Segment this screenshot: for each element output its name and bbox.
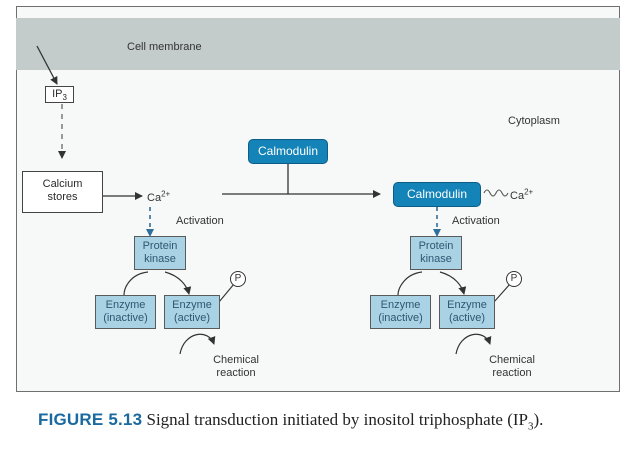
chemical-reaction-left-line1: Chemical [213,354,259,366]
enzyme-active-box-left: Enzyme (active) [164,295,220,329]
calcium-stores-line2: stores [47,191,78,203]
protein-kinase-right-line2: kinase [420,253,452,265]
phosphorylation-arc-right [397,271,423,296]
cell-membrane [16,18,620,70]
cytoplasm-label: Cytoplasm [508,115,560,127]
enzyme-active-box-right: Enzyme (active) [439,295,495,329]
figure-caption: FIGURE 5.13 Signal transduction initiate… [38,410,544,433]
calcium-stores-box: Calcium stores [22,171,103,213]
phosphate-link-right [493,283,511,303]
calcium-ion-free-symbol: Ca [147,192,162,204]
enzyme-inactive-left-line1: Enzyme [105,299,146,311]
enzyme-active-left-line2: (active) [173,312,211,324]
figure-caption-text: Signal transduction initiated by inosito… [146,410,528,429]
enzyme-inactive-right-line1: Enzyme [380,299,421,311]
protein-kinase-box-left: Protein kinase [134,236,186,270]
activation-label-right: Activation [452,215,500,227]
figure-caption-end: ). [533,410,544,429]
calmodulin-box: Calmodulin [248,139,328,164]
protein-kinase-left-line2: kinase [144,253,176,265]
enzyme-inactive-box-right: Enzyme (inactive) [370,295,431,329]
enzyme-inactive-left-line2: (inactive) [103,312,148,324]
chemical-reaction-left-line2: reaction [216,367,256,379]
enzyme-active-left-line1: Enzyme [172,299,212,311]
calcium-ion-bound: Ca2+ [510,187,534,203]
enzyme-inactive-box-left: Enzyme (inactive) [95,295,156,329]
calcium-ion-bound-symbol: Ca [510,190,525,202]
phosphate-link-left [218,283,235,303]
reaction-arc-left [179,333,216,355]
phosphorylation-arrow-left [164,271,192,295]
calcium-ion-free-charge: 2+ [161,189,171,199]
phosphate-circle-right [506,271,522,287]
enzyme-inactive-right-line2: (inactive) [378,312,423,324]
calcium-binding-squiggle [483,189,509,197]
ip3-subscript: 3 [62,93,67,103]
reaction-arc-right [455,333,492,355]
protein-kinase-box-right: Protein kinase [410,236,462,270]
phosphate-label-right: P [510,273,518,284]
activation-label-left: Activation [176,215,224,227]
chemical-reaction-right-line1: Chemical [489,354,535,366]
chemical-reaction-right-line2: reaction [492,367,532,379]
phosphorylation-arc-left [123,271,149,296]
membrane-to-ip3-arrow [36,45,58,85]
figure-label: FIGURE 5.13 [38,410,143,429]
calcium-stores-line1: Calcium [42,178,83,190]
ip3-text: IP [52,88,63,100]
ip3-box: IP3 [45,86,74,103]
calcium-ion-free: Ca2+ [147,189,171,205]
protein-kinase-left-line1: Protein [142,240,178,252]
calmodulin-complex-box: Calmodulin [393,182,481,207]
chemical-reaction-label-left: Chemical reaction [198,354,274,380]
figure-caption-subscript: 3 [528,420,534,433]
phosphate-label-left: P [234,273,242,284]
calcium-ion-bound-charge: 2+ [524,187,534,197]
cell-membrane-label: Cell membrane [127,41,202,53]
chemical-reaction-label-right: Chemical reaction [474,354,550,380]
protein-kinase-right-line1: Protein [418,240,454,252]
phosphate-circle-left [230,271,246,287]
enzyme-active-right-line2: (active) [448,312,486,324]
phosphorylation-arrow-right [439,271,467,295]
enzyme-active-right-line1: Enzyme [447,299,487,311]
